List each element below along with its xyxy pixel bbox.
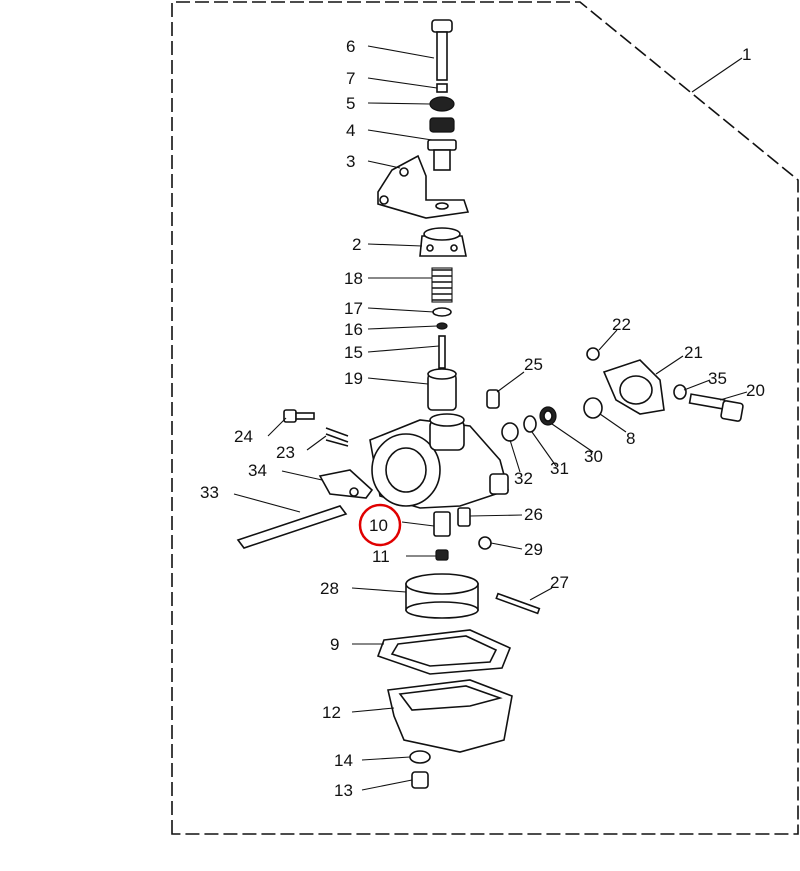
part-34-plate [318,469,374,499]
callout-8: 8 [626,429,635,448]
callout-35: 35 [708,369,727,388]
callout-19: 19 [344,369,363,388]
part-4-adjuster [427,139,457,171]
part-33-shaft [236,505,348,549]
part-15-needle [438,335,446,369]
part-14-washer [409,750,431,764]
callout-25: 25 [524,355,543,374]
part-31-washer [523,415,537,433]
callout-28: 28 [320,579,339,598]
part-9-gasket [376,629,512,675]
callout-4: 4 [346,121,355,140]
callout-16: 16 [344,320,363,339]
callout-18: 18 [344,269,363,288]
callout-13: 13 [334,781,353,800]
callout-22: 22 [612,315,631,334]
part-23-spring [325,427,349,447]
callout-14: 14 [334,751,353,770]
part-12-float-bowl [387,679,513,753]
part-27-pin [495,592,541,615]
part-11-nut [435,549,449,561]
callout-24: 24 [234,427,253,446]
callout-29: 29 [524,540,543,559]
part-18-spring [431,267,453,303]
part-20-bolt [688,393,744,422]
carburetor-body [369,413,509,509]
callout-26: 26 [524,505,543,524]
callout-11: 11 [372,547,390,566]
part-3-bracket [377,154,470,219]
callout-31: 31 [550,459,569,478]
part-21-lever [602,359,665,415]
highlight-circle-10 [358,503,402,547]
callout-10: 10 [369,516,388,535]
callout-20: 20 [746,381,765,400]
callout-32: 32 [514,469,533,488]
part-26-jet [457,507,471,527]
part-24-screw [283,409,315,423]
callout-23: 23 [276,443,295,462]
part-5-nut [429,96,455,112]
part-29-plug [478,536,492,550]
callout-17: 17 [344,299,363,318]
part-17-clip [432,307,452,317]
part-16-seat [436,322,448,330]
part-25-screw [486,389,500,409]
part-19-throttle-valve [427,368,457,411]
callout-2: 2 [352,235,361,254]
callout-33: 33 [200,483,219,502]
part-28-float [405,573,479,619]
callout-5: 5 [346,94,355,113]
part-7-nut [436,83,448,93]
assembly-leader [691,57,743,93]
part-8-oring [583,397,603,419]
callout-12: 12 [322,703,341,722]
part-22-screw [586,347,600,361]
assembly-frame [171,1,799,835]
callout-27: 27 [550,573,569,592]
part-2-top-cap [419,227,467,257]
part-30-washer [539,406,557,426]
callout-21: 21 [684,343,703,362]
callout-6: 6 [346,37,355,56]
callout-34: 34 [248,461,267,480]
part-4-cap [429,117,455,133]
part-6-screw [431,19,453,81]
callout-3: 3 [346,152,355,171]
part-32-washer [501,422,519,442]
part-35-washer [673,384,687,400]
callout-7: 7 [346,69,355,88]
callout-30: 30 [584,447,603,466]
part-10-main-jet [433,511,451,537]
leader-lines [233,45,748,791]
callout-15: 15 [344,343,363,362]
part-13-drain-plug [411,771,429,789]
callout-9: 9 [330,635,339,654]
assembly-label: 1 [742,45,751,64]
